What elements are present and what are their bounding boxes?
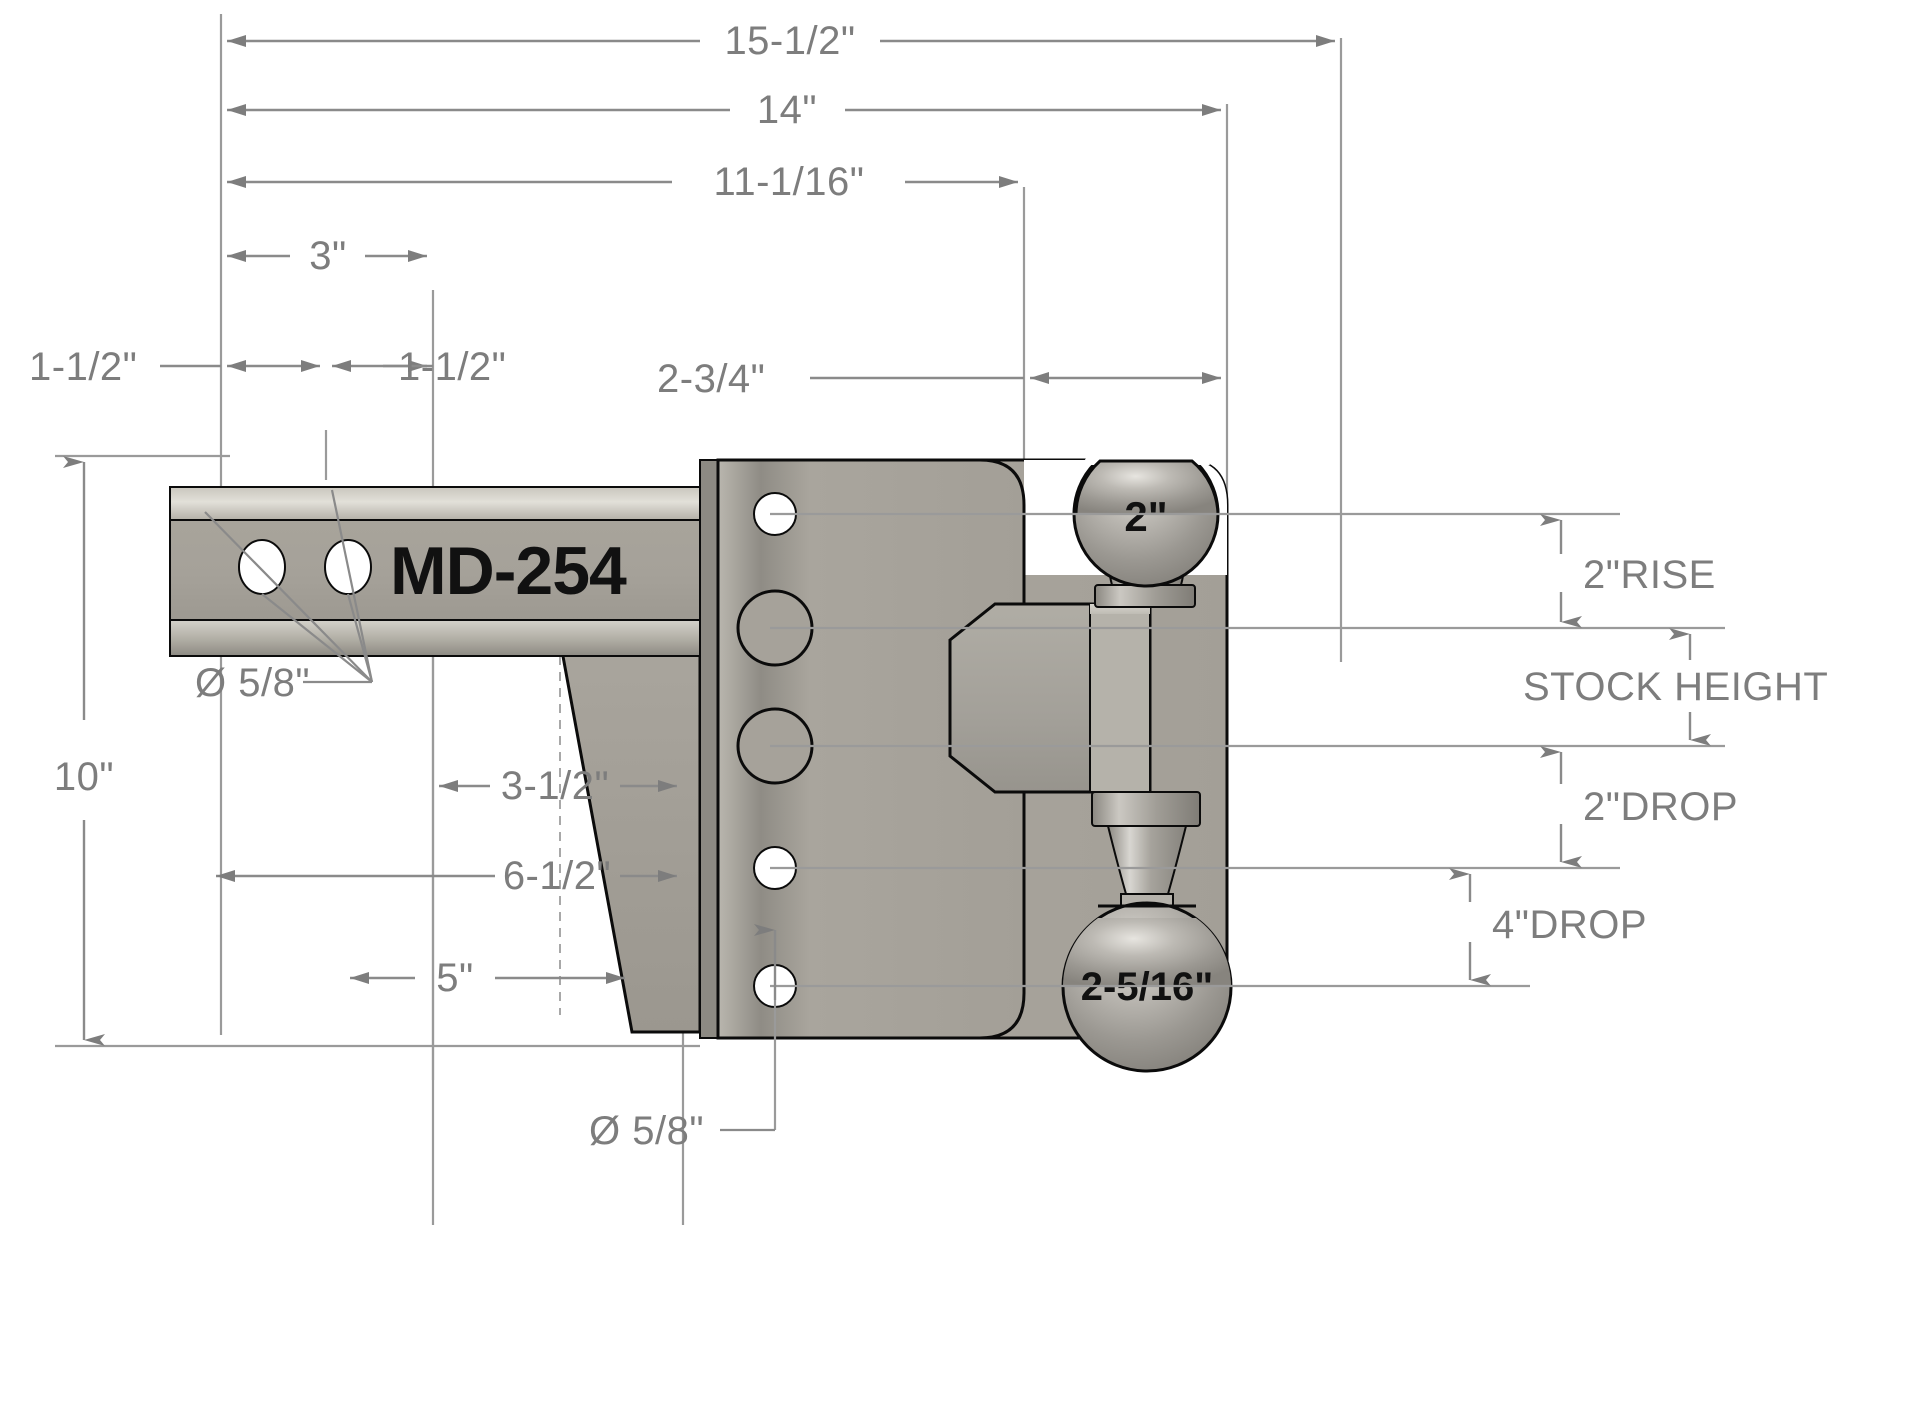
dim-overall-height: 10" (54, 454, 700, 1048)
callout-shank-hole-diameter: Ø 5/8" (195, 489, 374, 705)
dim-gusset-offset: 5" (350, 956, 625, 1000)
plate-clip-helper (1024, 470, 1032, 565)
callout-plate-hole-diameter: Ø 5/8" (589, 924, 777, 1153)
dim-overall-length: 15-1/2" (227, 19, 1335, 63)
dim-to-hole-column: 11-1/16" (227, 160, 1018, 204)
upper-ball-base-collar (1094, 584, 1196, 608)
leader-hole-2 (330, 489, 374, 683)
dim-gusset-base-width: 6-1/2" (216, 854, 677, 898)
shank-bottom-chamfer (169, 619, 716, 657)
drop-2-label: 2"DROP (1583, 785, 1738, 829)
hitch-assembly: MD-254 2" 2 (169, 425, 1233, 1073)
leader-hole-1 (204, 511, 373, 683)
stock-height-label: STOCK HEIGHT (1523, 665, 1828, 709)
dim-overall-length-label: 15-1/2" (724, 19, 855, 63)
dim-stock-height: STOCK HEIGHT (1523, 628, 1828, 746)
dim-second-hole-to-edge-label: 1-1/2" (398, 345, 506, 389)
gusset-plate (558, 638, 702, 1034)
dim-gusset-base-width-label: 6-1/2" (503, 854, 611, 898)
leader-hole-2b (346, 593, 374, 683)
dim-plate-to-ball-center: 2-3/4" (657, 357, 1221, 401)
plate-left-edge (699, 459, 719, 1039)
dim-plate-to-ball-center-label: 2-3/4" (657, 357, 765, 401)
dim-drop-4: 4"DROP (1449, 868, 1647, 986)
dim-to-hole-column-label: 11-1/16" (714, 160, 865, 204)
dim-rise: 2"RISE (1540, 514, 1716, 628)
rise-label: 2"RISE (1583, 553, 1716, 597)
dim-drop-2: 2"DROP (1540, 746, 1738, 868)
part-number-label: MD-254 (390, 533, 627, 609)
upper-ball-size-label: 2" (1124, 493, 1167, 540)
dim-gusset-top-width: 3-1/2" (439, 764, 677, 808)
shank-top-chamfer (169, 486, 716, 521)
leader-hole-1b (261, 593, 373, 683)
dim-to-plate-face-label: 14" (757, 88, 817, 132)
dim-gusset-top-width-label: 3-1/2" (501, 764, 609, 808)
extension-lines-vertical (219, 14, 1343, 1225)
upper-ball-cap (1075, 460, 1218, 514)
drop-4-label: 4"DROP (1492, 903, 1647, 947)
dim-one-and-half-pair: 1-1/2" 1-1/2" (29, 345, 506, 389)
ball-mount-arm-side (1089, 603, 1151, 793)
dim-overall-height-label: 10" (54, 755, 114, 799)
upper-ball-top-clip (1082, 425, 1210, 465)
dim-shank-hole-spacing-label: 3" (309, 234, 346, 278)
dim-to-plate-face: 14" (227, 88, 1221, 132)
lower-ball-base-collar (1091, 791, 1201, 827)
height-extension-lines (770, 512, 1725, 988)
dim-shank-hole-spacing: 3" (227, 234, 427, 278)
lower-ball-cap (1062, 918, 1232, 987)
upper-ball-cap-outline (1074, 459, 1220, 515)
dim-shank-end-to-first-hole-label: 1-1/2" (29, 345, 137, 389)
ball-mount-arm-top-face (1090, 604, 1150, 614)
dim-gusset-offset-label: 5" (436, 956, 473, 1000)
shank-hole-diameter-label: Ø 5/8" (195, 661, 310, 705)
plate-hole-diameter-label: Ø 5/8" (589, 1109, 704, 1153)
